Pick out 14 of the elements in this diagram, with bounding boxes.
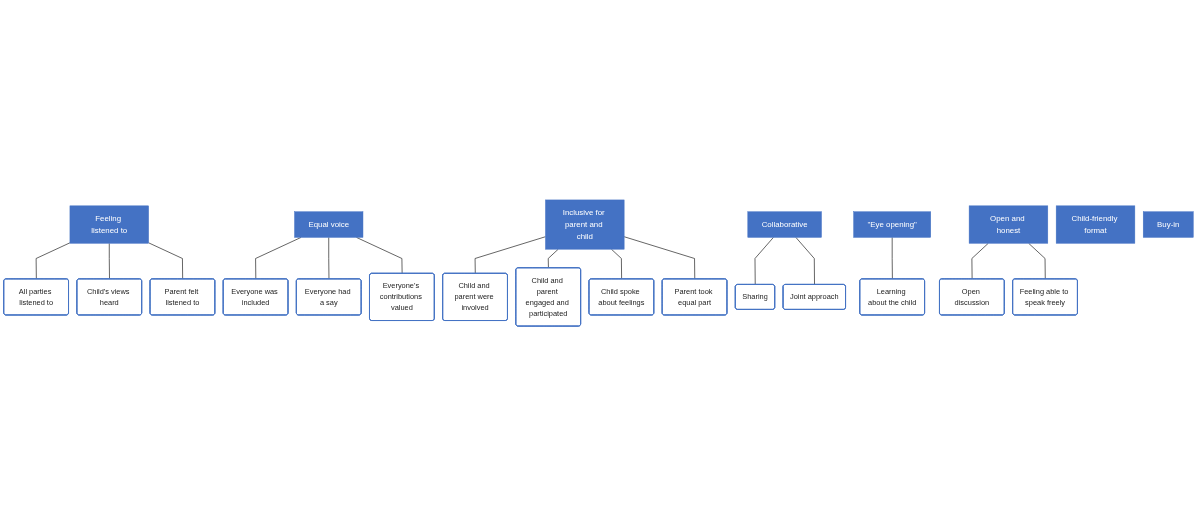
connector — [148, 242, 183, 280]
connector — [255, 237, 302, 280]
connector — [474, 236, 546, 274]
connector — [547, 248, 559, 269]
connector — [611, 248, 622, 280]
connector — [754, 237, 774, 285]
connector — [1028, 242, 1046, 280]
connector — [35, 242, 71, 280]
connector — [356, 237, 403, 274]
connector — [108, 242, 110, 280]
connector — [623, 236, 696, 280]
connector — [971, 242, 989, 280]
connector — [795, 237, 815, 285]
connector — [891, 237, 893, 280]
